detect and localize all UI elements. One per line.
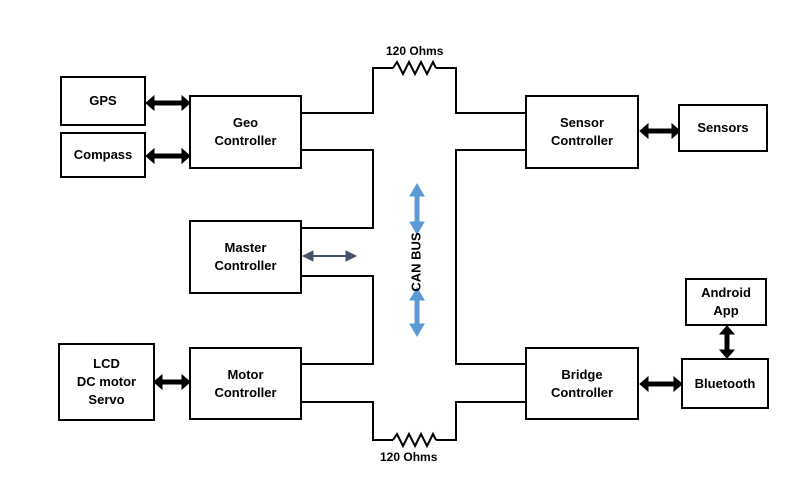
master-bus-arrow	[301, 250, 358, 262]
bluetooth-block-label: Bluetooth	[694, 375, 756, 391]
can-bus-wiring	[301, 59, 526, 449]
android-app-block: Android App	[685, 278, 767, 326]
geo-controller-block: Geo Controller	[189, 95, 302, 169]
gps-block: GPS	[60, 76, 146, 126]
master-controller-line-1: Master	[224, 240, 267, 255]
can-bus-lower-arrow	[409, 287, 425, 337]
bridge-bluetooth-arrow	[639, 375, 683, 393]
android-app-line-1: Android	[701, 285, 751, 300]
sensor-controller-block: Sensor Controller	[525, 95, 639, 169]
motor-controller-block: Motor Controller	[189, 347, 302, 420]
can-bus-arrows	[409, 183, 425, 337]
lcd-dc-motor-servo-block: LCD DC motor Servo	[58, 343, 155, 421]
gps-block-label: GPS	[89, 93, 117, 108]
bridge-controller-block: Bridge Controller	[525, 347, 639, 420]
lcd-block-line-3: Servo	[88, 392, 125, 407]
sensor-controller-line-1: Sensor	[559, 115, 605, 130]
bluetooth-block: Bluetooth	[681, 358, 769, 409]
master-controller-line-2: Controller	[214, 258, 277, 273]
compass-geo-arrow	[145, 147, 191, 165]
geo-controller-line-2: Controller	[214, 133, 277, 148]
motor-controller-bus-line	[301, 401, 393, 441]
master-controller-block: Master Controller	[189, 220, 302, 294]
can-bus-label: CAN BUS	[408, 232, 424, 292]
sensor-controller-line-2: Controller	[550, 133, 614, 148]
gps-geo-arrow	[145, 94, 191, 112]
motor-controller-line-1: Motor	[227, 366, 264, 382]
android-app-line-2: App	[713, 303, 739, 318]
android-bluetooth-arrow	[718, 325, 736, 359]
bridge-controller-bus-line	[436, 401, 526, 441]
lcd-block-line-2: DC motor	[76, 374, 137, 389]
can-bus-upper-arrow	[409, 183, 425, 235]
sensors-block-label: Sensors	[697, 120, 749, 135]
sensor-sensors-arrow	[639, 122, 681, 140]
bottom-resistor	[392, 431, 437, 449]
master-to-motor-bus-line	[301, 275, 374, 365]
bridge-controller-line-2: Controller	[550, 384, 614, 400]
sensor-to-bridge-bus-line	[455, 149, 526, 365]
bridge-controller-line-1: Bridge	[561, 366, 603, 382]
sensors-block: Sensors	[678, 104, 768, 152]
top-resistor-label: 120 Ohms	[386, 44, 444, 58]
sensor-controller-bus-line	[436, 67, 526, 114]
compass-block-label: Compass	[73, 147, 133, 162]
lcd-block-line-1: LCD	[93, 356, 120, 371]
lcd-motor-arrow	[153, 373, 191, 391]
geo-to-master-bus-line	[301, 149, 374, 229]
compass-block: Compass	[60, 132, 146, 178]
bottom-resistor-label: 120 Ohms	[380, 450, 438, 464]
geo-controller-bus-line	[301, 67, 393, 114]
motor-controller-line-2: Controller	[214, 384, 277, 400]
top-resistor	[392, 59, 437, 77]
peripheral-connectors	[145, 94, 736, 393]
geo-controller-line-1: Geo	[232, 115, 259, 130]
